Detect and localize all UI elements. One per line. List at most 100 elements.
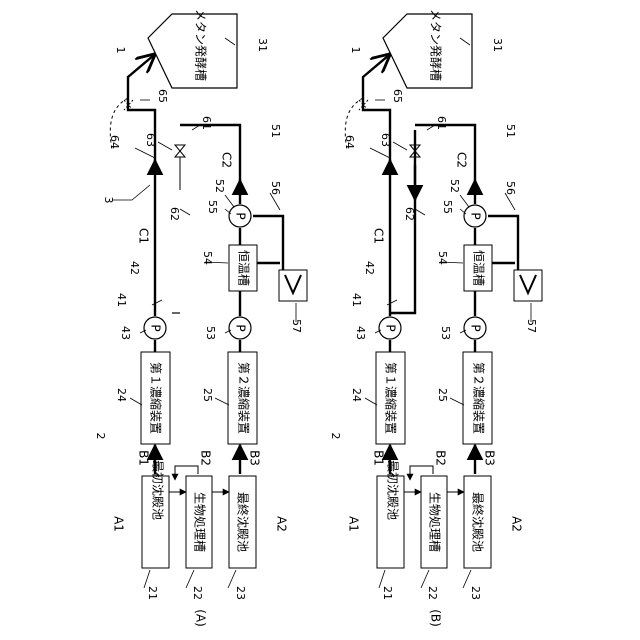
svg-text:(A): (A) bbox=[194, 609, 208, 627]
ref-41: 41 bbox=[350, 293, 363, 307]
ref-43: 43 bbox=[119, 326, 132, 340]
thermostatic-tank-label: 恒温槽 bbox=[237, 250, 251, 286]
ref-2: 2 bbox=[94, 433, 107, 440]
ref-24: 24 bbox=[350, 388, 363, 402]
svg-text:C1: C1 bbox=[372, 228, 386, 244]
pump-55-symbol: P bbox=[234, 212, 248, 219]
ref-41: 41 bbox=[115, 293, 128, 307]
flow-c2: C2 bbox=[220, 152, 234, 168]
ref-53: 53 bbox=[204, 326, 217, 340]
ref-63: 63 bbox=[379, 133, 392, 147]
methane-tank-label: メタン発酵槽 bbox=[429, 9, 443, 81]
svg-text:最初沈殿池: 最初沈殿池 bbox=[386, 460, 401, 520]
ref-25: 25 bbox=[436, 388, 449, 402]
thermostatic-tank-label: 恒温槽 bbox=[472, 250, 486, 286]
svg-text:恒温槽: 恒温槽 bbox=[472, 250, 486, 286]
ref-57: 57 bbox=[290, 319, 303, 333]
panel-caption: (A) bbox=[194, 609, 208, 627]
svg-text:B2: B2 bbox=[199, 450, 213, 466]
ref-63: 63 bbox=[144, 133, 157, 147]
flow-b1: B1 bbox=[372, 450, 386, 466]
flow-b1: B1 bbox=[137, 450, 151, 466]
callout-3-leader bbox=[112, 185, 150, 200]
flow-c2: C2 bbox=[455, 152, 469, 168]
ref-23: 23 bbox=[469, 586, 482, 600]
second-thickener-label: 第２濃縮装置 bbox=[237, 362, 252, 434]
ref-52: 52 bbox=[213, 179, 226, 193]
ref-42: 42 bbox=[128, 261, 141, 275]
svg-text:(B): (B) bbox=[429, 609, 443, 627]
ref-23: 23 bbox=[234, 586, 247, 600]
pump-53-symbol: P bbox=[234, 324, 248, 331]
primary-clarifier-label: 最初沈殿池 bbox=[151, 460, 166, 520]
flow-c1: C1 bbox=[372, 228, 386, 244]
ref-1: 1 bbox=[114, 47, 127, 54]
svg-text:C2: C2 bbox=[455, 152, 469, 168]
ref-57: 57 bbox=[525, 319, 538, 333]
ref-1: 1 bbox=[349, 47, 362, 54]
flow-a1: A1 bbox=[112, 516, 126, 532]
svg-text:B3: B3 bbox=[483, 450, 497, 466]
final-clarifier-label: 最終沈殿池 bbox=[236, 492, 251, 552]
svg-text:第２濃縮装置: 第２濃縮装置 bbox=[237, 362, 252, 434]
svg-text:A1: A1 bbox=[112, 516, 126, 532]
ref-51: 51 bbox=[504, 124, 517, 138]
svg-text:第１濃縮装置: 第１濃縮装置 bbox=[149, 362, 164, 434]
svg-text:P: P bbox=[469, 324, 483, 331]
ref-54: 54 bbox=[436, 251, 449, 265]
biological-tank-label: 生物処理槽 bbox=[193, 492, 207, 552]
ref-55: 55 bbox=[206, 200, 219, 214]
svg-text:第１濃縮装置: 第１濃縮装置 bbox=[384, 362, 399, 434]
svg-text:最終沈殿池: 最終沈殿池 bbox=[236, 492, 251, 552]
ref-22: 22 bbox=[426, 586, 439, 600]
svg-text:B3: B3 bbox=[248, 450, 262, 466]
methane-tank-label: メタン発酵槽 bbox=[194, 9, 208, 81]
biological-tank-label: 生物処理槽 bbox=[428, 492, 442, 552]
ref-25: 25 bbox=[201, 388, 214, 402]
ref-42: 42 bbox=[363, 261, 376, 275]
ref-61: 61 bbox=[200, 116, 213, 130]
ref-31: 31 bbox=[491, 38, 504, 52]
svg-text:A2: A2 bbox=[275, 516, 289, 532]
panel-caption: (B) bbox=[429, 609, 443, 627]
svg-text:B1: B1 bbox=[137, 450, 151, 466]
svg-text:C2: C2 bbox=[220, 152, 234, 168]
ref-2: 2 bbox=[329, 433, 342, 440]
ref-65: 65 bbox=[156, 89, 169, 103]
ref-55: 55 bbox=[441, 200, 454, 214]
ref-56: 56 bbox=[269, 181, 282, 195]
svg-text:B1: B1 bbox=[372, 450, 386, 466]
svg-text:第２濃縮装置: 第２濃縮装置 bbox=[472, 362, 487, 434]
ref-43: 43 bbox=[354, 326, 367, 340]
flow-a2: A2 bbox=[275, 516, 289, 532]
svg-text:C1: C1 bbox=[137, 228, 151, 244]
flow-a1: A1 bbox=[347, 516, 361, 532]
svg-text:恒温槽: 恒温槽 bbox=[237, 250, 251, 286]
pump-43-symbol: P bbox=[384, 324, 398, 331]
ref-64: 64 bbox=[108, 135, 121, 149]
panel-a: 最初沈殿池 生物処理槽 最終沈殿池 第１濃縮装置 第２濃縮装置 恒温槽 メタン発… bbox=[94, 9, 307, 627]
svg-text:メタン発酵槽: メタン発酵槽 bbox=[194, 9, 208, 81]
ref-62: 62 bbox=[168, 207, 181, 221]
flow-b3: B3 bbox=[248, 450, 262, 466]
svg-text:メタン発酵槽: メタン発酵槽 bbox=[429, 9, 443, 81]
ref-61: 61 bbox=[435, 116, 448, 130]
svg-text:生物処理槽: 生物処理槽 bbox=[193, 492, 207, 552]
ref-51: 51 bbox=[269, 124, 282, 138]
svg-text:P: P bbox=[234, 324, 248, 331]
ref-21: 21 bbox=[381, 586, 394, 600]
svg-text:P: P bbox=[384, 324, 398, 331]
second-thickener-label: 第２濃縮装置 bbox=[472, 362, 487, 434]
ref-24: 24 bbox=[115, 388, 128, 402]
ref-54: 54 bbox=[201, 251, 214, 265]
ref-52: 52 bbox=[448, 179, 461, 193]
ref-31: 31 bbox=[256, 38, 269, 52]
flow-b3: B3 bbox=[483, 450, 497, 466]
first-thickener-label: 第１濃縮装置 bbox=[149, 362, 164, 434]
ref-53: 53 bbox=[439, 326, 452, 340]
pump-53-symbol: P bbox=[469, 324, 483, 331]
final-clarifier-label: 最終沈殿池 bbox=[471, 492, 486, 552]
svg-text:B2: B2 bbox=[434, 450, 448, 466]
pump-43-symbol: P bbox=[149, 324, 163, 331]
